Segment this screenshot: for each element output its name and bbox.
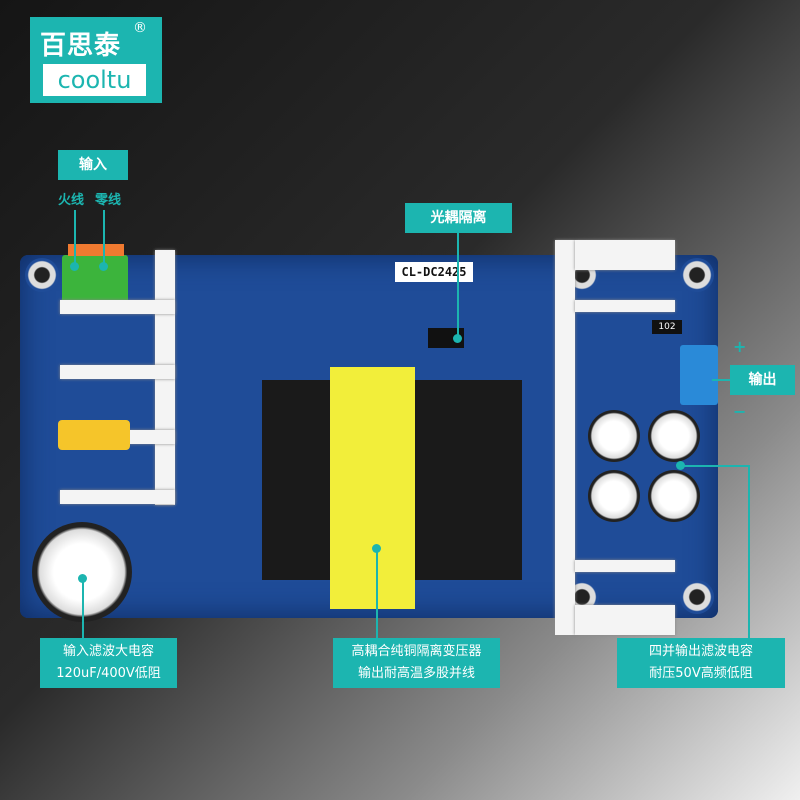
input-cap-line1: 输入滤波大电容 — [62, 644, 154, 659]
input-cap-line2: 120uF/400V低阻 — [56, 666, 161, 681]
transformer-tape — [330, 367, 415, 609]
callout-dot — [372, 544, 381, 553]
heatsink-fin — [60, 490, 175, 504]
model-label: CL-DC2425 — [395, 262, 473, 282]
optocoupler-chip — [428, 328, 464, 348]
callout-line — [457, 233, 459, 338]
heatsink-fin — [575, 300, 675, 312]
callout-line — [376, 548, 378, 638]
transformer-line1: 高耦合纯铜隔离变压器 — [351, 644, 482, 659]
heatsink-fin — [575, 560, 675, 572]
mounting-hole — [680, 580, 714, 614]
callout-dot — [78, 574, 87, 583]
callout-line — [680, 465, 750, 467]
transformer-line2: 输出耐高温多股并线 — [357, 666, 475, 681]
terminal-lever — [68, 244, 124, 256]
input-cap-label: 输入滤波大电容 120uF/400V低阻 — [40, 638, 177, 688]
callout-dot — [70, 262, 79, 271]
output-cap-label: 四并输出滤波电容 耐压50V高频低阻 — [617, 638, 785, 688]
logo-en: cooltu — [43, 64, 146, 96]
input-label: 输入 — [58, 150, 128, 180]
output-capacitor — [648, 470, 700, 522]
callout-dot — [99, 262, 108, 271]
brand-logo: 百思泰 ® cooltu — [30, 17, 162, 103]
callout-dot — [453, 334, 462, 343]
heatsink-right — [555, 240, 575, 635]
optocoupler-label: 光耦隔离 — [405, 203, 512, 233]
output-terminal — [680, 345, 718, 405]
output-capacitor — [588, 410, 640, 462]
callout-dot — [676, 461, 685, 470]
callout-line — [74, 210, 76, 265]
callout-line — [103, 210, 105, 265]
callout-line — [748, 465, 750, 638]
neutral-label: 零线 — [95, 193, 122, 208]
mounting-hole — [680, 258, 714, 292]
registered-mark: ® — [133, 20, 147, 36]
heatsink-fin — [575, 240, 675, 270]
logo-cn: 百思泰 — [40, 31, 122, 61]
transformer-label: 高耦合纯铜隔离变压器 输出耐高温多股并线 — [333, 638, 500, 688]
output-label: 输出 — [730, 365, 795, 395]
heatsink-fin — [60, 365, 175, 379]
callout-line — [82, 578, 84, 638]
heatsink-fin — [60, 300, 175, 314]
output-capacitor — [588, 470, 640, 522]
minus-label: − — [733, 402, 747, 421]
output-cap-line2: 耐压50V高频低阻 — [649, 666, 753, 681]
plus-label: + — [733, 337, 747, 356]
resistor-code: 102 — [652, 320, 682, 334]
output-capacitor — [648, 410, 700, 462]
mounting-hole — [25, 258, 59, 292]
x-capacitor — [58, 420, 130, 450]
heatsink-fin — [575, 605, 675, 635]
callout-line — [712, 379, 730, 381]
output-cap-line1: 四并输出滤波电容 — [648, 644, 753, 659]
live-label: 火线 — [58, 193, 85, 208]
